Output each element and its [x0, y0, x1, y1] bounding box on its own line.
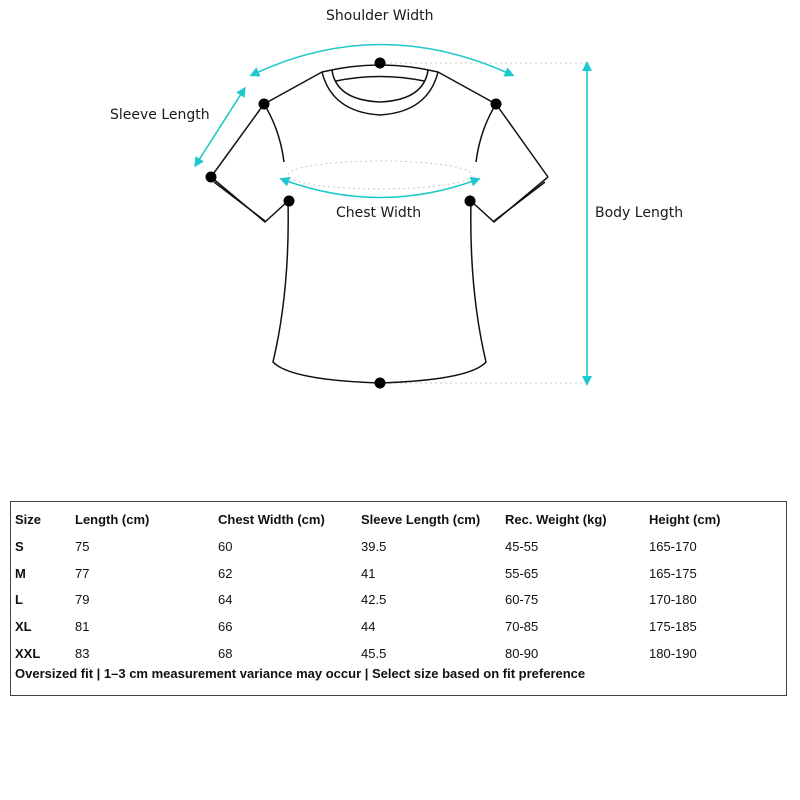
size-cell: XL [15, 619, 32, 634]
sleeve-length-cell: 39.5 [361, 539, 387, 554]
table-header-row: Size Length (cm) Chest Width (cm) Sleeve… [11, 512, 786, 532]
sleeve-length-cell: 42.5 [361, 592, 387, 607]
table-row: S 75 60 39.5 45-55 165-170 [11, 539, 786, 559]
fit-note: Oversized fit | 1–3 cm measurement varia… [15, 666, 586, 681]
sleeve-length-cell: 45.5 [361, 646, 387, 661]
length-cell: 77 [75, 566, 90, 581]
sleeve-length-cell: 44 [361, 619, 376, 634]
rec-weight-cell: 70-85 [505, 619, 539, 634]
header-length: Length (cm) [75, 512, 150, 527]
header-height: Height (cm) [649, 512, 721, 527]
size-cell: L [15, 592, 23, 607]
rec-weight-cell: 60-75 [505, 592, 539, 607]
length-cell: 75 [75, 539, 90, 554]
length-cell: 81 [75, 619, 90, 634]
body-length-label: Body Length [595, 205, 684, 221]
chest-width-cell: 66 [218, 619, 233, 634]
height-cell: 165-170 [649, 539, 697, 554]
rec-weight-cell: 80-90 [505, 646, 539, 661]
table-row: M 77 62 41 55-65 165-175 [11, 566, 786, 586]
table-row: XXL 83 68 45.5 80-90 180-190 [11, 646, 786, 666]
rec-weight-cell: 45-55 [505, 539, 539, 554]
length-cell: 79 [75, 592, 90, 607]
height-cell: 175-185 [649, 619, 697, 634]
size-chart-table: Size Length (cm) Chest Width (cm) Sleeve… [10, 501, 787, 696]
size-cell: M [15, 566, 26, 581]
chest-width-cell: 62 [218, 566, 233, 581]
header-size: Size [15, 512, 42, 527]
sleeve-length-label: Sleeve Length [110, 107, 210, 123]
sleeve-length-cell: 41 [361, 566, 376, 581]
chest-width-cell: 60 [218, 539, 233, 554]
height-cell: 165-175 [649, 566, 697, 581]
size-cell: XXL [15, 646, 41, 661]
height-cell: 180-190 [649, 646, 697, 661]
table-row: XL 81 66 44 70-85 175-185 [11, 619, 786, 639]
rec-weight-cell: 55-65 [505, 566, 539, 581]
shoulder-width-label: Shoulder Width [326, 8, 434, 24]
length-cell: 83 [75, 646, 90, 661]
header-sleeve-length: Sleeve Length (cm) [361, 512, 481, 527]
tshirt-illustration [194, 43, 592, 389]
size-cell: S [15, 539, 24, 554]
table-row: L 79 64 42.5 60-75 170-180 [11, 592, 786, 612]
chest-width-cell: 64 [218, 592, 233, 607]
header-chest-width: Chest Width (cm) [218, 512, 325, 527]
chest-width-cell: 68 [218, 646, 233, 661]
header-rec-weight: Rec. Weight (kg) [505, 512, 607, 527]
height-cell: 170-180 [649, 592, 697, 607]
tshirt-measurement-diagram: Shoulder Width Sleeve Length Chest Width… [110, 8, 684, 389]
chest-width-label: Chest Width [336, 205, 422, 221]
